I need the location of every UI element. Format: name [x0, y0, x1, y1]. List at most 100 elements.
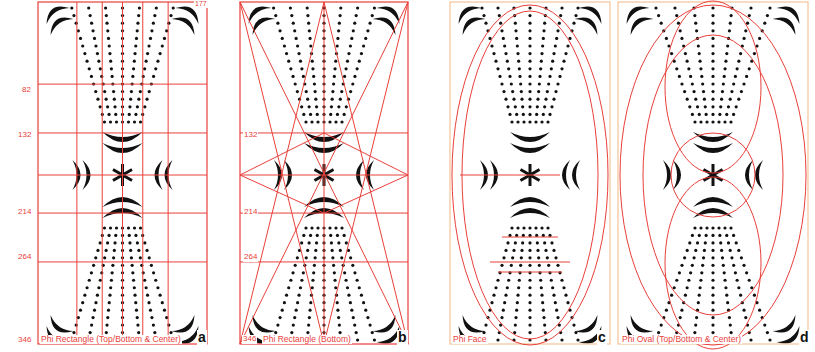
dot	[346, 286, 349, 289]
dot	[711, 316, 714, 319]
dot	[679, 316, 682, 319]
dot	[96, 98, 99, 101]
dot	[528, 249, 531, 252]
dot	[316, 113, 319, 116]
dot	[373, 338, 376, 341]
dot	[336, 113, 339, 116]
dot	[345, 241, 348, 244]
dot	[704, 241, 707, 244]
dot	[292, 323, 295, 326]
dot	[576, 338, 579, 341]
dot	[516, 52, 519, 55]
dot	[108, 301, 111, 304]
dimension-number: 346	[17, 336, 32, 345]
dot	[711, 264, 714, 267]
dimension-number: 214	[17, 208, 32, 217]
guide-oval	[665, 177, 761, 349]
dot	[336, 37, 339, 40]
dot	[329, 234, 332, 237]
dot	[131, 75, 134, 78]
dot	[330, 241, 333, 244]
dot	[113, 241, 116, 244]
dot	[722, 264, 725, 267]
dot	[732, 82, 735, 85]
dot	[723, 67, 726, 70]
dot	[136, 22, 139, 25]
dot	[503, 301, 506, 304]
dot	[543, 22, 546, 25]
dot	[520, 256, 523, 259]
dot	[673, 6, 676, 9]
dot	[496, 338, 499, 341]
dot	[143, 105, 146, 108]
dot	[283, 44, 286, 47]
dot	[678, 75, 681, 78]
dot	[511, 90, 514, 93]
dot	[143, 241, 146, 244]
dot	[727, 105, 730, 108]
dot	[136, 105, 139, 108]
dot	[289, 67, 292, 70]
crescent-symbol	[575, 12, 603, 35]
dot	[133, 120, 136, 123]
dot	[331, 256, 334, 259]
dot	[331, 249, 334, 252]
dot	[155, 6, 158, 9]
dot	[698, 294, 701, 297]
dot	[518, 67, 521, 70]
dot	[536, 105, 539, 108]
dot	[127, 226, 130, 229]
panel-letter: b	[397, 330, 408, 345]
dot	[315, 241, 318, 244]
dot	[694, 323, 697, 326]
dot	[108, 52, 111, 55]
dot	[729, 22, 732, 25]
dot	[336, 301, 339, 304]
dot	[705, 113, 708, 116]
dot	[99, 105, 102, 108]
dot	[153, 331, 156, 334]
dot	[112, 90, 115, 93]
panel-caption: Phi Oval (Top/Bottom & Center)	[621, 335, 742, 344]
dot	[136, 316, 139, 319]
dot	[294, 82, 297, 85]
dot	[134, 44, 137, 47]
dot	[694, 249, 697, 252]
dot	[692, 90, 695, 93]
dot	[482, 14, 485, 17]
dot	[136, 29, 139, 32]
dot	[537, 256, 540, 259]
dot	[81, 301, 84, 304]
dot	[333, 75, 336, 78]
dot	[720, 98, 723, 101]
dot	[355, 14, 358, 17]
dot	[498, 75, 501, 78]
dot	[512, 249, 515, 252]
dot	[136, 241, 139, 244]
dot	[723, 75, 726, 78]
dot	[546, 90, 549, 93]
dot	[349, 90, 352, 93]
dot	[694, 22, 697, 25]
dot	[169, 331, 172, 334]
dot	[79, 309, 82, 312]
dot	[139, 90, 142, 93]
dot	[515, 37, 518, 40]
dot	[537, 90, 540, 93]
guide-line	[102, 2, 103, 344]
dot	[540, 294, 543, 297]
dot	[159, 52, 162, 55]
dot	[146, 52, 149, 55]
dot	[562, 60, 565, 63]
dot	[311, 279, 314, 282]
dot	[510, 120, 513, 123]
dot	[490, 44, 493, 47]
dot	[730, 14, 733, 17]
dot	[511, 256, 514, 259]
dot	[366, 29, 369, 32]
dot	[551, 60, 554, 63]
dot	[547, 82, 550, 85]
dot	[150, 264, 153, 267]
dot	[657, 14, 660, 17]
dot	[528, 113, 531, 116]
